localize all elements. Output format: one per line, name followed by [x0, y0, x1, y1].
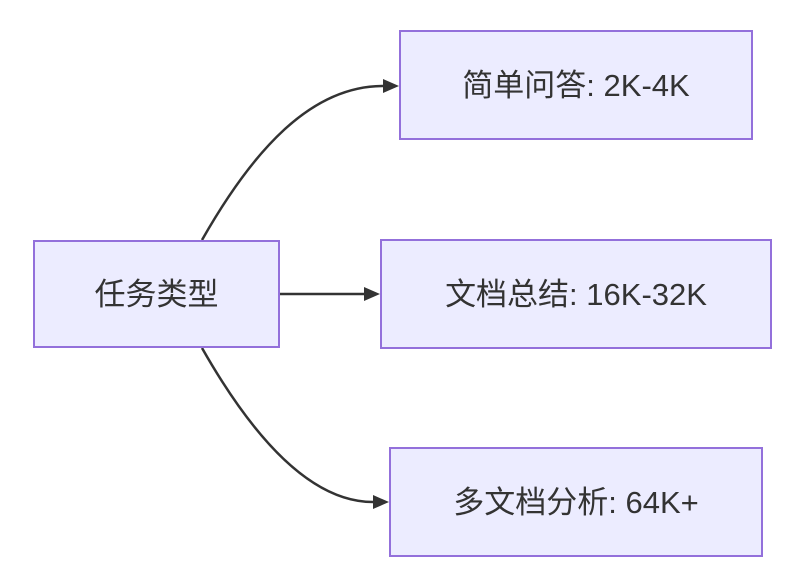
node-simple-qa: 简单问答: 2K-4K [399, 30, 753, 140]
node-doc-summary: 文档总结: 16K-32K [380, 239, 772, 349]
node-task-type: 任务类型 [33, 240, 280, 348]
edge-task-to-simple-qa [200, 79, 399, 241]
node-multi-doc: 多文档分析: 64K+ [389, 447, 763, 557]
node-doc-summary-label: 文档总结: 16K-32K [445, 276, 707, 312]
node-task-type-label: 任务类型 [94, 276, 219, 312]
node-simple-qa-label: 简单问答: 2K-4K [462, 67, 690, 103]
edge-task-to-multi-doc [200, 347, 389, 509]
node-multi-doc-label: 多文档分析: 64K+ [453, 484, 699, 520]
